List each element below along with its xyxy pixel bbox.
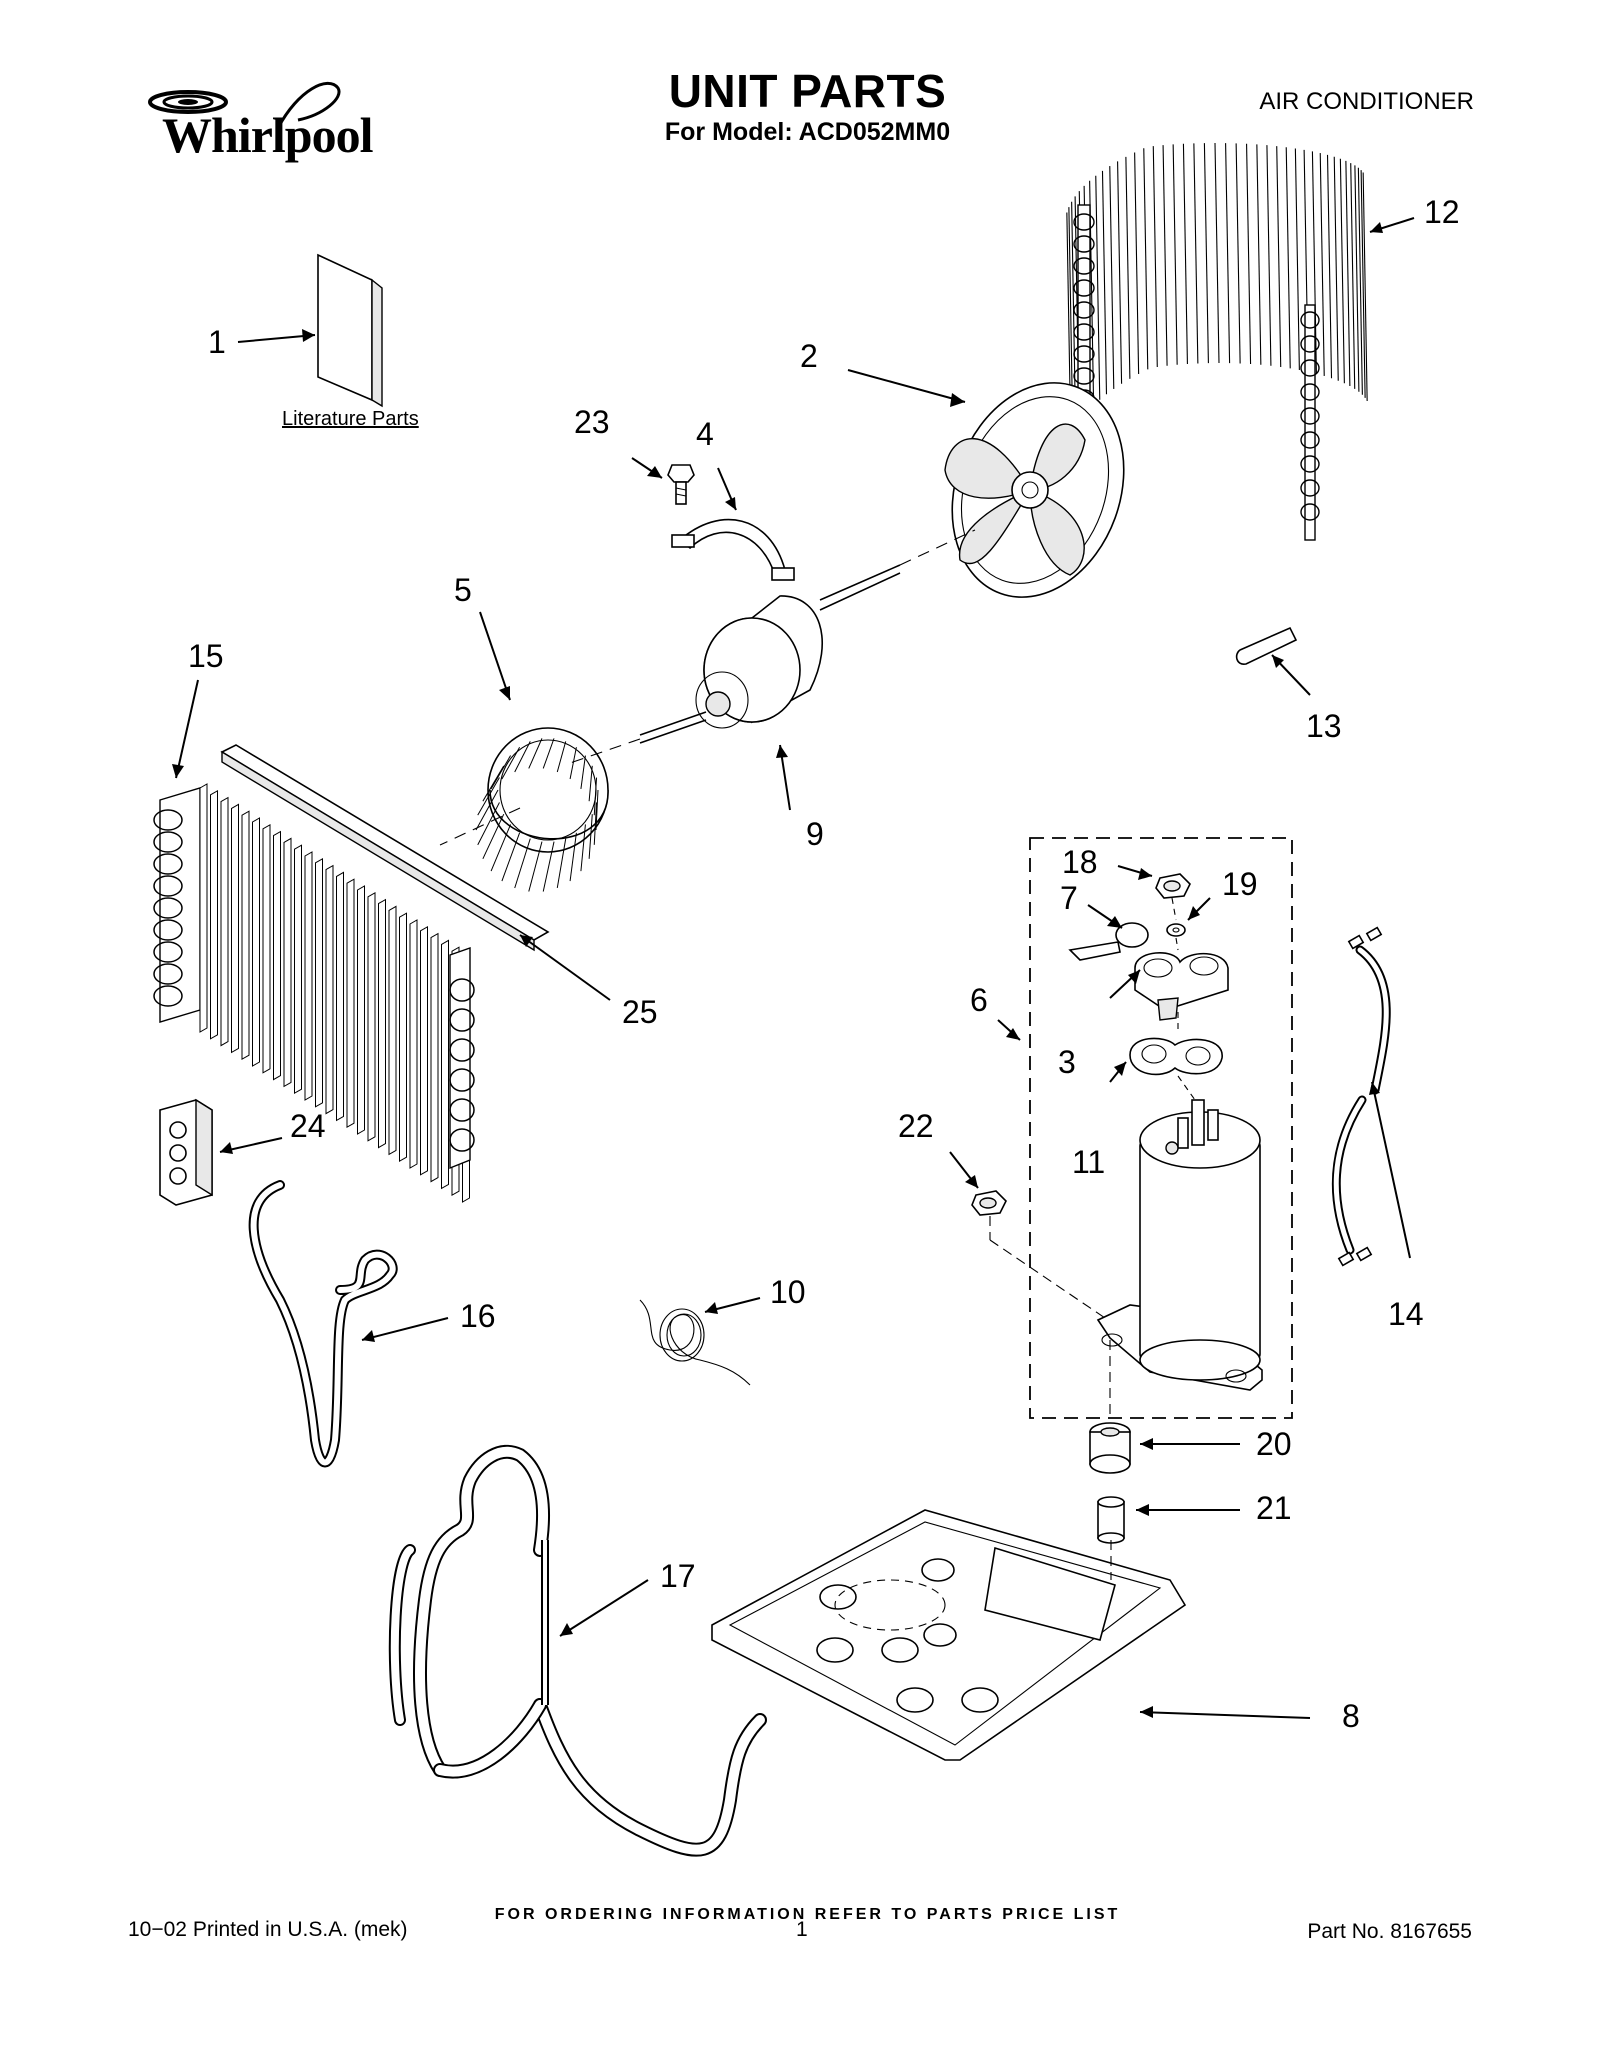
callout-5: 5 <box>454 572 472 608</box>
grommet-part <box>1089 1422 1131 1474</box>
page-number: 1 <box>796 1918 808 1941</box>
callout-8: 8 <box>1342 1698 1360 1734</box>
blower-wheel-part <box>475 727 609 892</box>
callout-22: 22 <box>898 1108 934 1144</box>
capillary-tube-part <box>639 1299 751 1386</box>
nut-part <box>1155 873 1191 899</box>
compressor-assembly-box <box>1029 837 1293 1419</box>
condenser-coil-part <box>1066 142 1368 541</box>
callout-23: 23 <box>574 404 610 440</box>
evaporator-coil-part <box>153 783 475 1203</box>
refrigerant-tube-part <box>248 1180 398 1468</box>
callout-4: 4 <box>696 416 714 452</box>
callout-12: 12 <box>1424 194 1460 230</box>
sleeve-part <box>1097 1496 1125 1544</box>
motor-mount-strap-part <box>671 518 795 581</box>
callout-19: 19 <box>1222 866 1258 902</box>
model-subtitle: For Model: ACD052MM0 <box>664 118 951 146</box>
terminal-cover-part <box>1134 952 1229 1021</box>
callout-10: 10 <box>770 1274 806 1310</box>
callout-14: 14 <box>1388 1296 1424 1332</box>
brand-wordmark: Whirlpool <box>162 107 373 163</box>
callout-9: 9 <box>806 816 824 852</box>
callout-2: 2 <box>800 338 818 374</box>
callout-16: 16 <box>460 1298 496 1334</box>
callout-17: 17 <box>660 1558 696 1594</box>
callout-18: 18 <box>1062 844 1098 880</box>
page-title: UNIT PARTS <box>668 65 947 117</box>
compressor-part <box>1096 1099 1263 1391</box>
print-info: 10−02 Printed in U.S.A. (mek) <box>128 1918 408 1941</box>
literature-booklet-part <box>317 253 383 408</box>
part-number: Part No. 8167655 <box>1307 1920 1472 1943</box>
support-bracket-part <box>220 744 550 952</box>
gasket-part <box>1129 1037 1223 1076</box>
base-pan-part <box>711 1509 1187 1761</box>
callout-15: 15 <box>188 638 224 674</box>
callout-25: 25 <box>622 994 658 1030</box>
brand-logo <box>148 80 398 170</box>
callout-24: 24 <box>290 1108 326 1144</box>
mounting-nut-part <box>971 1190 1007 1216</box>
whirlpool-swirl-icon <box>148 82 341 129</box>
discharge-tube-part <box>388 1444 767 1857</box>
literature-parts-label: Literature Parts <box>282 408 419 430</box>
callout-3: 3 <box>1058 1044 1076 1080</box>
callout-7: 7 <box>1060 880 1078 916</box>
callout-6: 6 <box>970 982 988 1018</box>
ordering-note: FOR ORDERING INFORMATION REFER TO PARTS … <box>494 1906 1121 1923</box>
callout-20: 20 <box>1256 1426 1292 1462</box>
callout-13: 13 <box>1306 708 1342 744</box>
callout-11: 11 <box>1072 1144 1106 1180</box>
overload-protector-part <box>1068 922 1149 961</box>
product-category: AIR CONDITIONER <box>1259 88 1474 115</box>
thermistor-part <box>1235 626 1298 665</box>
fan-blade-part <box>944 382 1125 598</box>
callout-21: 21 <box>1256 1490 1292 1526</box>
fan-motor-part <box>639 564 901 744</box>
callout-1: 1 <box>208 324 226 360</box>
washer-part <box>1166 923 1186 937</box>
callout-arrows <box>172 217 1415 1719</box>
wire-harness-part <box>1331 926 1391 1267</box>
screw-part <box>667 464 695 505</box>
terminal-block-part <box>159 1098 213 1206</box>
